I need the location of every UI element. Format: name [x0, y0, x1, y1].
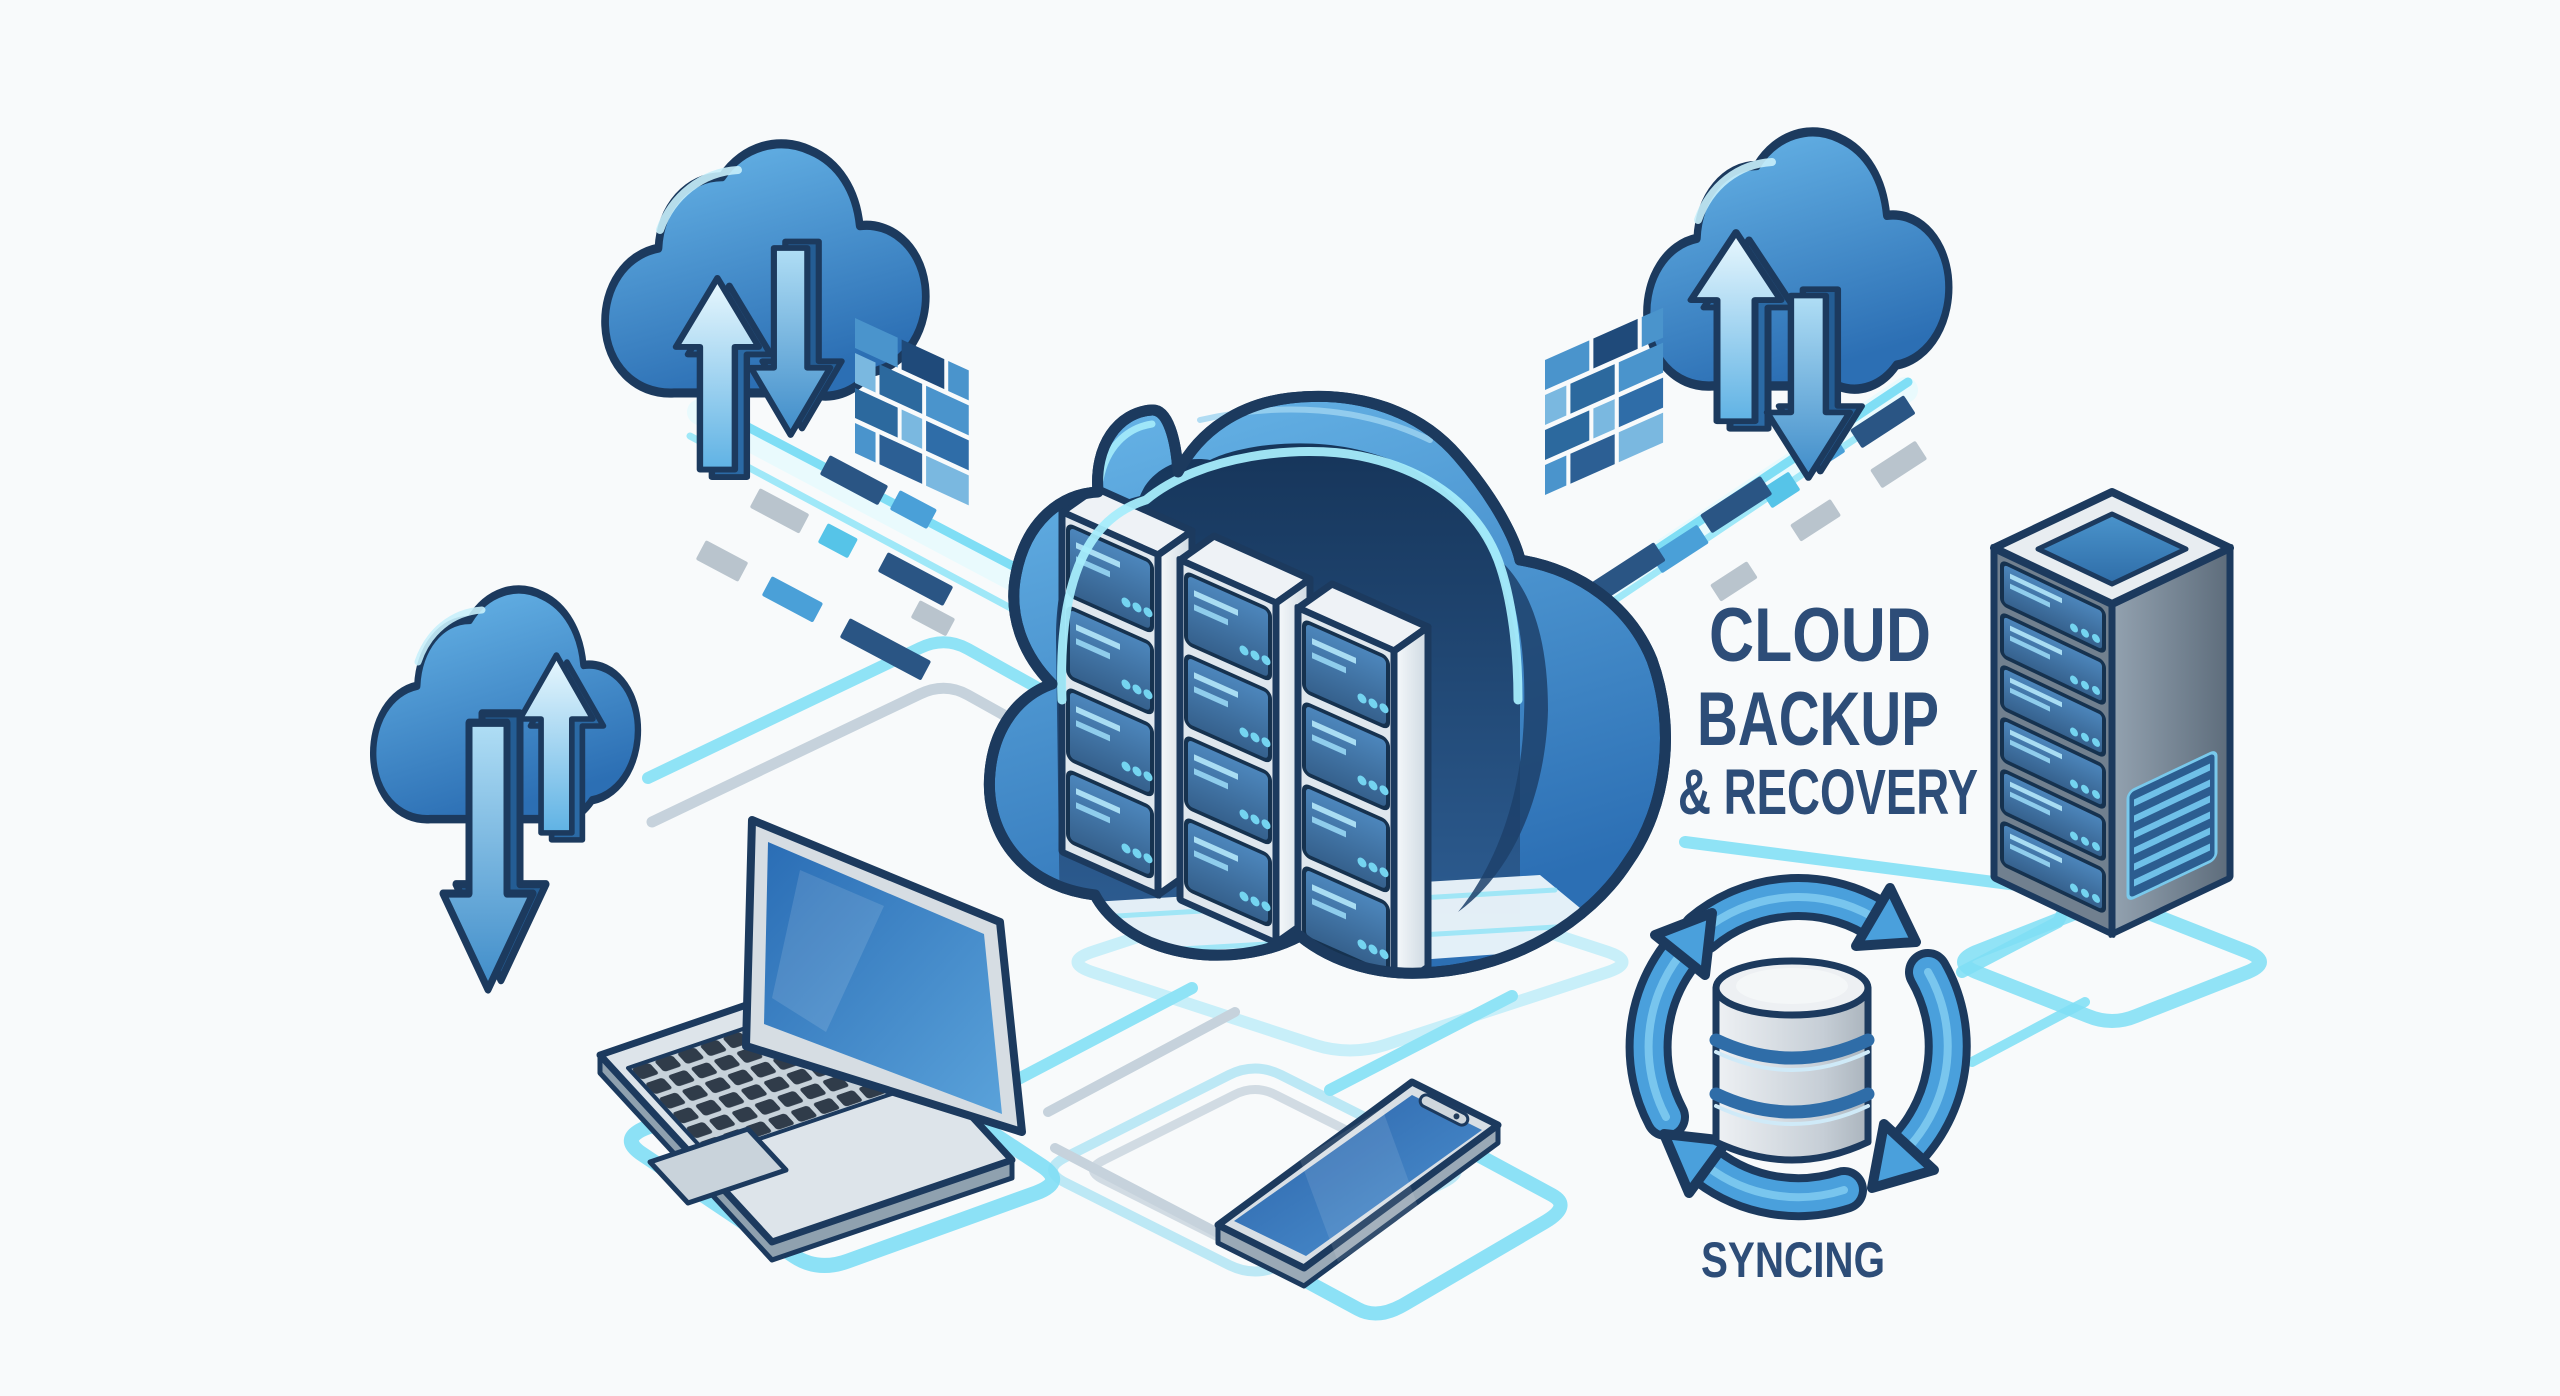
laptop-trackpad [647, 1126, 789, 1206]
title-line-3: & RECOVERY [1678, 756, 1978, 828]
tower-top-vent [2035, 511, 2189, 587]
server-rack-icon [1062, 488, 1192, 895]
server-tower-icon [1957, 488, 2267, 1028]
trace-cloud-phone-cyan [1324, 990, 1518, 1096]
laptop-icon [596, 816, 1060, 1273]
cloud-upload-left-icon [605, 144, 926, 477]
smartphone-icon [1214, 1078, 1568, 1321]
server-rack-icon [1180, 536, 1310, 943]
cloud-inner-rim [1057, 446, 1523, 705]
title-block: CLOUD BACKUP & RECOVERY [1678, 593, 1978, 828]
trace-cloud-laptop-gray [1043, 1007, 1240, 1117]
trace-left-gray [646, 682, 1191, 828]
phone-screen [1234, 1095, 1482, 1256]
phone-notch [1418, 1093, 1470, 1127]
laptop-screen [764, 842, 1002, 1114]
central-cloud-servers-icon [983, 390, 1671, 991]
title-line-2: BACKUP [1697, 677, 1939, 762]
syncing-label: SYNCING [1701, 1232, 1885, 1288]
title-line-1: CLOUD [1709, 593, 1931, 678]
trace-left-cyan [642, 636, 1146, 784]
data-dashes-left [696, 455, 955, 680]
cloud-upload-right-icon [1647, 132, 1949, 478]
server-rack-icon [1298, 584, 1428, 991]
sync-database-icon [1625, 874, 1971, 1221]
trace-laptop-phone-gray [1050, 1143, 1240, 1247]
trace-cloud-laptop-cyan [999, 982, 1198, 1092]
database-icon [1709, 957, 1875, 1164]
sync-arrows-icon [1625, 874, 1971, 1221]
cloud-sync-left-icon [373, 590, 638, 990]
